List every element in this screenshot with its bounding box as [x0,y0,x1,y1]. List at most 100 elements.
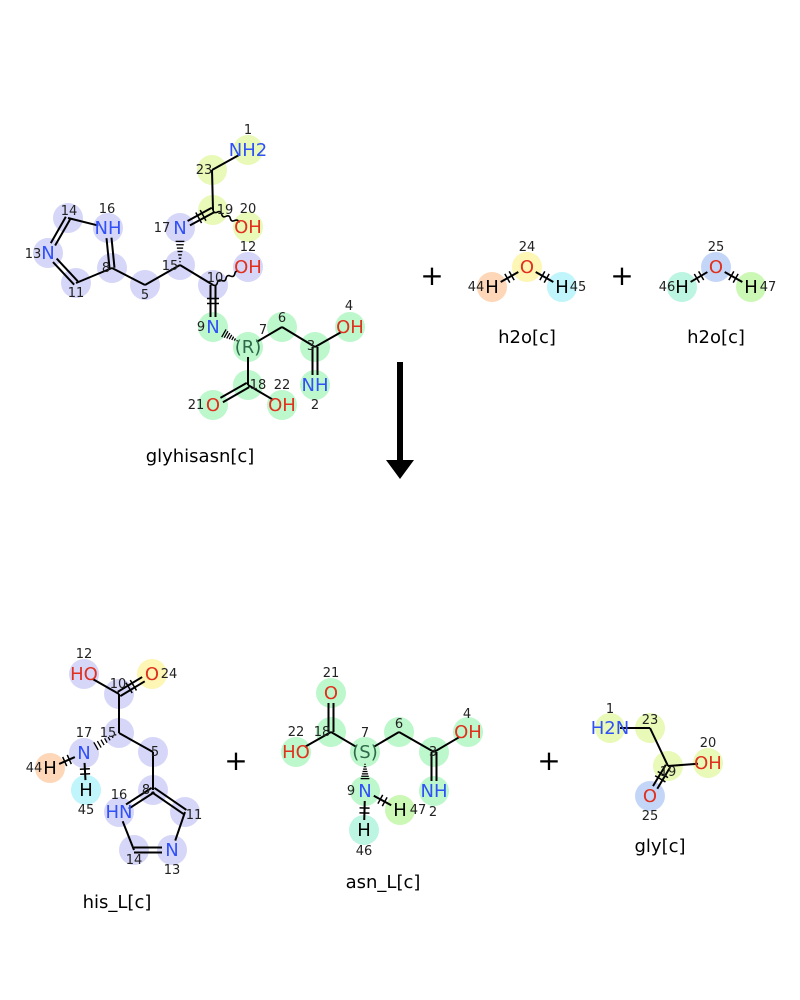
atom-label: N [206,317,219,338]
bond-line [226,332,231,339]
bond-line [657,770,669,779]
bond-line [381,796,388,807]
bond-line [543,273,550,283]
bond-line [195,212,203,224]
atom-highlight [453,717,483,747]
atom-label: H [485,277,499,298]
atom-highlight [701,252,731,282]
plus-sign: + [224,744,247,777]
atom-number: 20 [700,736,717,751]
bond-line [656,766,672,790]
atom-highlight [595,713,625,743]
atom-label: NH [95,218,122,239]
bond-line [504,273,511,283]
atom-highlight [736,272,766,302]
bond-line [508,271,515,281]
atom-number: 22 [274,378,291,393]
bond-line [125,787,153,806]
bond-line [96,740,102,748]
bond-line [373,794,392,807]
atom-number: 7 [259,323,267,338]
atom-highlight [316,678,346,708]
atom-number: 1 [606,702,614,717]
bond-line [111,735,114,739]
bond-line [54,218,72,247]
atom-number: 3 [307,339,315,354]
bond-line [189,211,215,227]
atom-label: OH [336,317,364,338]
atom-number: 21 [188,398,205,413]
atom-number: 10 [110,677,127,692]
atom-number: 9 [347,784,355,799]
bond-line [80,772,91,776]
atom-highlight [419,776,449,806]
bond-line [117,676,143,693]
atom-number: 45 [78,803,95,818]
atom-number: 6 [395,717,403,732]
bond-line [79,767,90,771]
bond-line [221,329,227,338]
atom-number: 2 [311,398,319,413]
atom-label: O [145,664,159,685]
atom-label: H2N [591,718,629,739]
atom-highlight [233,212,263,242]
bond-line [649,727,669,767]
bond-line [219,381,248,399]
bond-line [174,811,186,841]
atom-number: 17 [76,726,93,741]
atom-highlight [35,753,65,783]
bond-line [236,339,238,342]
atom-number: 9 [197,320,205,335]
bond-line [121,820,135,851]
atom-highlight [71,775,101,805]
atom-label: H [357,820,371,841]
bond-line [187,206,213,222]
atom-highlight [233,135,263,165]
bond-line [732,273,739,283]
bond-line [693,273,701,283]
bond-line [114,734,117,736]
plus-sign: + [537,744,560,777]
atom-number: 7 [361,726,369,741]
atom-label: OH [694,753,722,774]
atom-number: 8 [102,261,110,276]
atom-highlight [693,748,723,778]
bond-line [119,680,146,697]
atom-number: 20 [240,202,257,217]
bond-line [211,169,214,211]
atom-number: 1 [244,123,252,138]
bond-line [211,153,240,171]
bond-line [104,738,108,744]
bond-line [62,756,68,767]
atom-number: 8 [142,783,150,798]
atom-highlight [93,213,123,243]
bond-line [55,257,79,282]
atom-label: O [206,395,220,416]
atom-label: HN [106,802,133,823]
atom-number: 16 [111,788,128,803]
atom-highlight [69,738,99,768]
bond-line [433,736,460,753]
atom-highlight [477,272,507,302]
bond-line [151,791,185,815]
bond-line [100,739,105,746]
bond-line [304,731,332,748]
atom-label: HO [282,742,310,763]
molecule-name: asn_L[c] [346,872,421,893]
atom-number: 5 [151,745,159,760]
atom-label: N [77,743,90,764]
bond-line [667,762,699,767]
atom-label: H [43,758,57,779]
atom-number: 46 [659,280,676,295]
atom-label: OH [234,257,262,278]
bond-line [377,794,384,805]
bond-line [144,264,181,286]
atom-highlight [385,795,415,825]
reaction-arrow-shaft [397,362,403,462]
bond-line [66,754,72,765]
bond-line [256,326,283,343]
atom-number: 25 [708,240,725,255]
